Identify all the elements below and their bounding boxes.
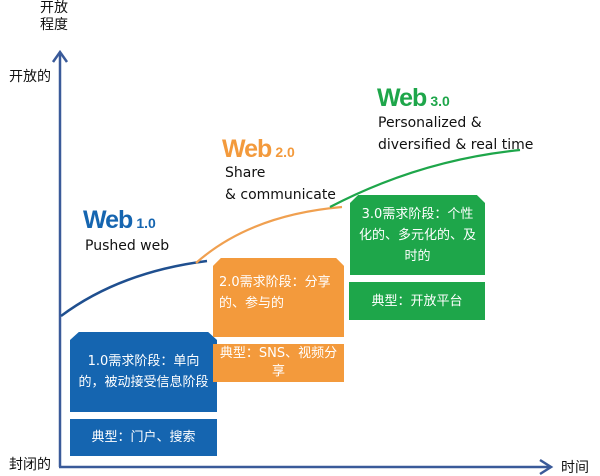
web1-curve xyxy=(60,259,208,318)
web2-curve xyxy=(195,205,343,264)
web2-typical-box: 典型：SNS、视频分享 xyxy=(213,344,344,382)
y-axis-title: 开放 程度 xyxy=(40,0,68,34)
web3-curve xyxy=(329,148,521,208)
x-axis-arrow-icon xyxy=(539,458,554,476)
web1-need-box: 1.0需求阶段：单向的，被动接受信息阶段 xyxy=(70,332,217,412)
web3-need-box: 3.0需求阶段：个性化的、多元化的、及时的 xyxy=(350,195,485,275)
web2-need-box: 2.0需求阶段：分享的、参与的 xyxy=(213,258,344,337)
web1-tagline: Pushed web xyxy=(85,238,170,254)
web3-typical-box: 典型：开放平台 xyxy=(349,282,485,320)
y-axis-top-label: 开放的 xyxy=(9,69,51,85)
x-axis-title: 时间 xyxy=(561,460,589,476)
y-axis-title-line2: 程度 xyxy=(40,17,68,33)
web2-tagline: Share& communicate xyxy=(225,165,336,203)
y-axis-bottom-label: 封闭的 xyxy=(9,457,51,473)
y-axis-arrow-icon xyxy=(51,49,69,63)
web1-typical-box: 典型：门户、搜索 xyxy=(70,419,217,456)
web3-tagline: Personalized &diversified & real time xyxy=(378,115,534,153)
y-axis-title-line1: 开放 xyxy=(40,0,68,16)
